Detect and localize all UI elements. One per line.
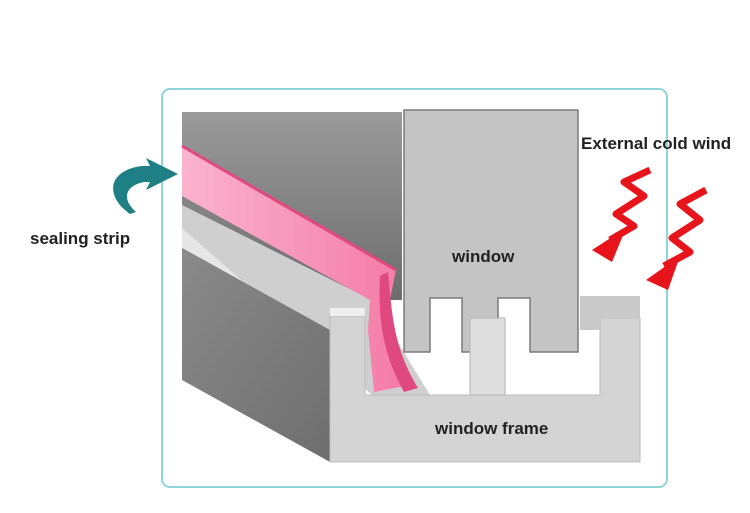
frame-side-face [182,248,330,462]
zigzag-wind-arrow-icon [608,166,708,270]
frame-right-back [580,296,640,330]
sealing-strip-band [182,146,410,392]
sealing-strip-edge [181,144,397,272]
window-frame-label: window frame [434,419,548,438]
groove-floor [182,205,430,395]
external-wind-label: External cold wind [581,134,731,153]
sealing-strip-lip [379,272,418,392]
frame-lip-left-top [330,308,365,316]
window-tongue [469,317,506,396]
curved-arrow-icon [113,158,178,214]
window-sash [403,109,579,353]
window-label: window [451,247,515,266]
wind-arrow-heads [592,228,680,290]
sealing-strip-label: sealing strip [30,229,130,248]
